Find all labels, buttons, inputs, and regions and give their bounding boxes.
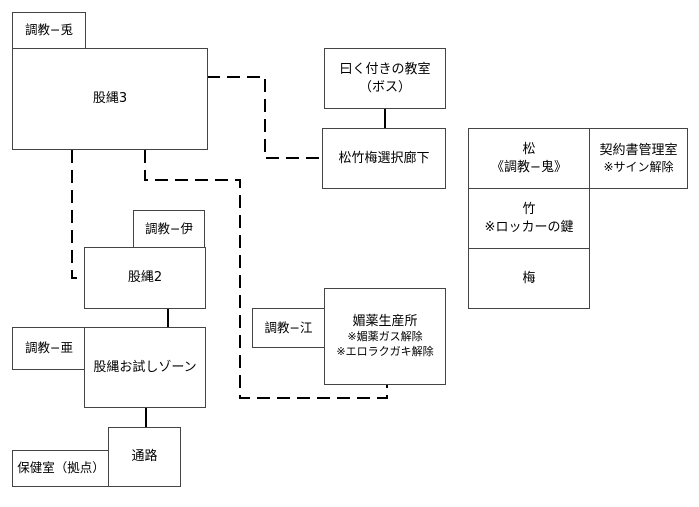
biyaku-title: 媚薬生産所 (352, 313, 418, 329)
room-chokyo-to: 調教−兎 (12, 12, 86, 49)
matsu-label: 松 (522, 141, 536, 157)
room-ume: 梅 (468, 248, 590, 309)
dashed-connector-matanawa3-matanawa2 (71, 150, 84, 279)
matsu-sub: 《調教−鬼》 (491, 159, 567, 175)
room-chokyo-i: 調教−伊 (133, 210, 205, 248)
room-chokyo-a: 調教−亜 (12, 327, 86, 370)
dashed-connector-matanawa3-corridor (207, 76, 322, 159)
take-label: 竹 (522, 201, 536, 217)
dashed-connector-matanawa3-biyaku (144, 150, 388, 399)
room-tsuro: 通路 (108, 427, 181, 487)
room-matsu: 松 《調教−鬼》 (468, 128, 590, 189)
room-contract: 契約書管理室 ※サイン解除 (589, 128, 688, 189)
contract-title: 契約書管理室 (599, 142, 678, 158)
biyaku-note-graffiti: ※エロラクガキ解除 (336, 345, 434, 359)
room-biyaku: 媚薬生産所 ※媚薬ガス解除 ※エロラクガキ解除 (324, 288, 446, 385)
room-chokyo-e: 調教−江 (252, 308, 325, 348)
contract-note: ※サイン解除 (603, 160, 674, 175)
room-cursed-classroom: 曰く付きの教室 （ボス） (324, 48, 446, 109)
cursed-classroom-name: 曰く付きの教室 (339, 61, 431, 77)
cursed-classroom-boss-label: （ボス） (358, 79, 411, 95)
room-trial-zone: 股縄お試しゾーン (84, 327, 206, 408)
take-note: ※ロッカーの鍵 (484, 219, 574, 235)
room-matanawa3: 股縄3 (12, 48, 208, 150)
room-corridor: 松竹梅選択廊下 (322, 128, 446, 189)
room-matanawa2: 股縄2 (84, 247, 206, 309)
biyaku-note-gas: ※媚薬ガス解除 (347, 330, 423, 344)
room-take: 竹 ※ロッカーの鍵 (468, 188, 590, 249)
room-hokenshitsu: 保健室（拠点） (12, 450, 110, 487)
